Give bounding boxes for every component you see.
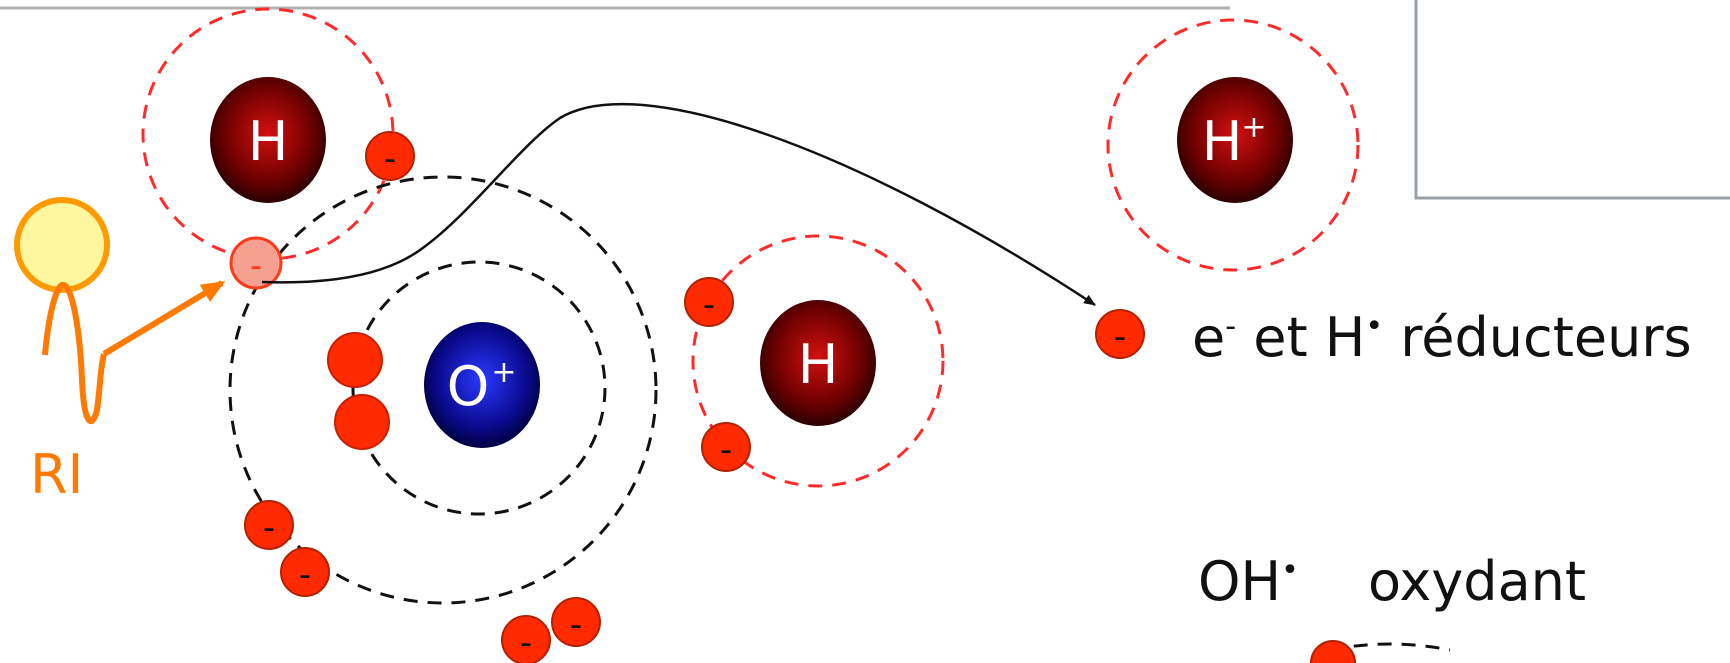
radiation-wave-icon [45, 285, 104, 421]
electron-pair-lower [335, 395, 389, 449]
oxygen-charge: + [491, 355, 516, 390]
reducers-e-charge: - [1225, 309, 1236, 344]
reducers-tail: réducteurs [1383, 306, 1692, 369]
electron: - [502, 616, 550, 663]
hydrogen-ion-label: H [1202, 110, 1243, 173]
hydrogen-ion-charge: + [1241, 110, 1266, 145]
oxidant-oh: OH [1198, 550, 1281, 613]
electron: - [685, 278, 733, 326]
oxidant-dot: • [1281, 553, 1299, 588]
electron-sign: - [250, 246, 262, 286]
inset-box-frame [1416, 0, 1730, 198]
oxygen-label: O [447, 355, 490, 418]
legend-electron: - [1096, 310, 1144, 358]
electron: - [245, 501, 293, 549]
electron-sign: - [570, 605, 582, 645]
electron-sign: - [720, 430, 732, 470]
reducers-dot: • [1365, 309, 1383, 344]
ejected-electron: - [231, 238, 281, 288]
reducers-mid: et H [1236, 306, 1365, 369]
reducers-e: e [1192, 306, 1225, 369]
electron: - [552, 598, 600, 646]
hydrogen-left-label: H [248, 110, 289, 173]
hydrogen-right-label: H [798, 333, 839, 396]
electron: - [366, 132, 414, 180]
legend-oxidant-label: oxydant [1368, 550, 1586, 613]
radiation-source-icon [17, 200, 107, 290]
electron: - [281, 548, 329, 596]
radiation-arrow [104, 283, 222, 354]
radiation-label: RI [30, 443, 83, 506]
electron-sign: - [384, 139, 396, 179]
electron-partial-bottom [1311, 641, 1355, 663]
electron-sign: - [299, 555, 311, 595]
electron-sign: - [263, 508, 275, 548]
electron-sign: - [1114, 317, 1126, 357]
electron-sign: - [703, 285, 715, 325]
electron: - [702, 423, 750, 471]
electron-pair-upper [328, 333, 382, 387]
electron-sign: - [520, 623, 532, 663]
legend-reducers-text: e- et H• réducteurs [1192, 306, 1692, 369]
legend-oxidant-species: OH• [1198, 550, 1299, 613]
